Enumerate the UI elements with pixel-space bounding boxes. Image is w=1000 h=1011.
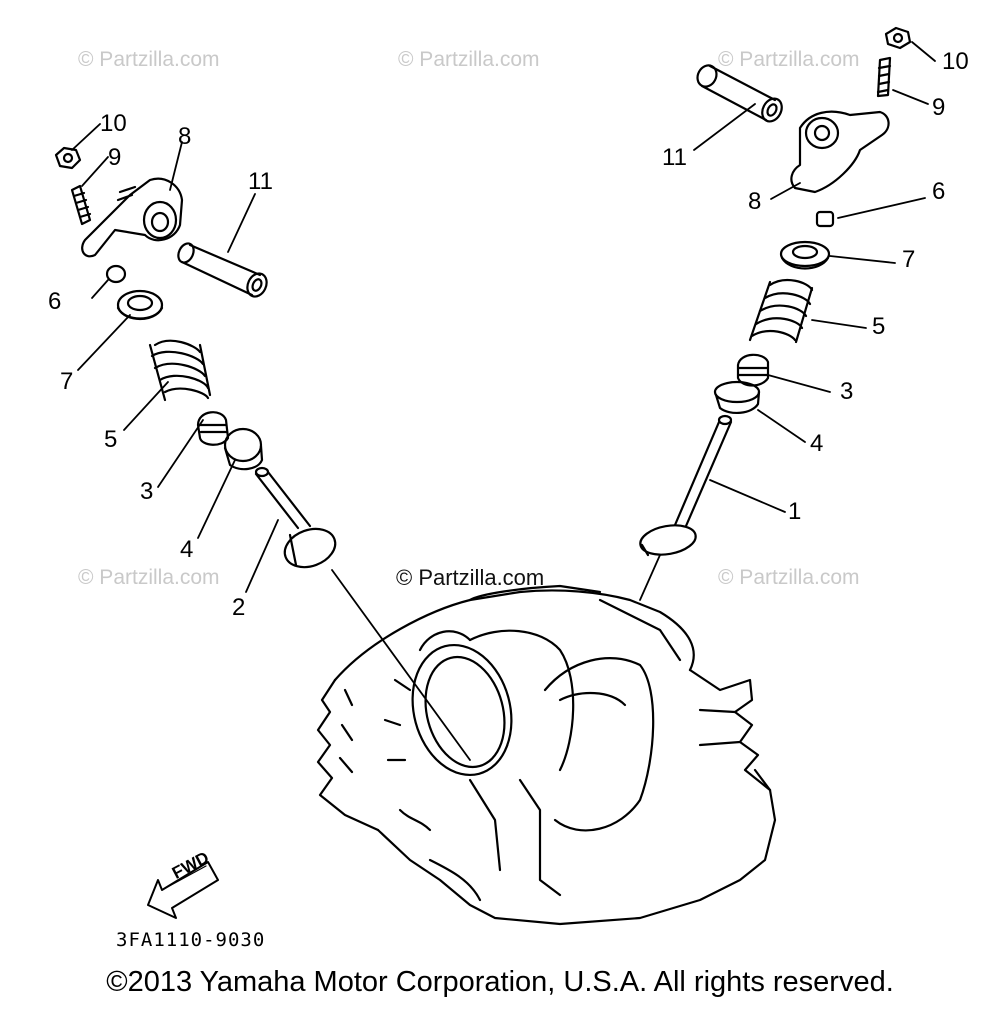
callout-left-10: 10 [100,110,127,137]
callout-right-3: 3 [840,378,854,405]
watermark: © Partzilla.com [78,48,220,71]
nut-left [54,146,82,170]
valve-spring-left [148,339,212,402]
callout-left-3: 3 [140,478,154,505]
cotter-right [815,210,835,228]
spring-seat-right [713,380,761,414]
spring-retainer-right [779,240,831,270]
adjuster-screw-right [876,56,892,98]
adjuster-screw-left [70,184,92,226]
callout-right-6: 6 [932,178,946,205]
callout-left-4: 4 [180,536,194,563]
nut-right [884,26,912,50]
callout-right-7: 7 [902,246,916,273]
callout-left-5: 5 [104,426,118,453]
watermark: © Partzilla.com [718,566,860,589]
cylinder-head [316,584,777,926]
rocker-arm-right [790,110,890,194]
center-watermark: © Partzilla.com [396,565,545,590]
watermark: © Partzilla.com [718,48,860,71]
stem-seal-left [196,411,230,446]
callout-left-11: 11 [248,168,273,195]
callout-right-10: 10 [942,48,969,75]
callout-left-9: 9 [108,144,122,171]
spring-retainer-left [116,289,164,321]
watermark: © Partzilla.com [78,566,220,589]
callout-left-7: 7 [60,368,74,395]
copyright-notice: ©2013 Yamaha Motor Corporation, U.S.A. A… [106,966,894,998]
callout-left-8: 8 [178,123,192,150]
cotter-left [105,264,127,284]
callout-right-9: 9 [932,94,946,121]
valve-right [639,414,733,557]
watermark: © Partzilla.com [398,48,540,71]
valve-left [254,466,337,569]
valve-spring-right [748,278,814,344]
spring-seat-left [223,427,264,471]
callout-right-5: 5 [872,313,886,340]
callout-right-1: 1 [788,498,802,525]
rocker-shaft-left [177,242,268,298]
callout-right-8: 8 [748,188,762,215]
leader-lines [71,41,936,593]
fwd-arrow-icon [147,861,219,919]
callout-left-6: 6 [48,288,62,315]
rocker-arm-left [81,177,184,258]
callout-right-11: 11 [662,144,687,171]
callout-left-2: 2 [232,594,246,621]
callout-right-4: 4 [810,430,824,457]
rocker-shaft-right [696,64,783,123]
diagram-code: 3FA1110-9030 [116,929,266,951]
stem-seal-right [736,353,770,387]
